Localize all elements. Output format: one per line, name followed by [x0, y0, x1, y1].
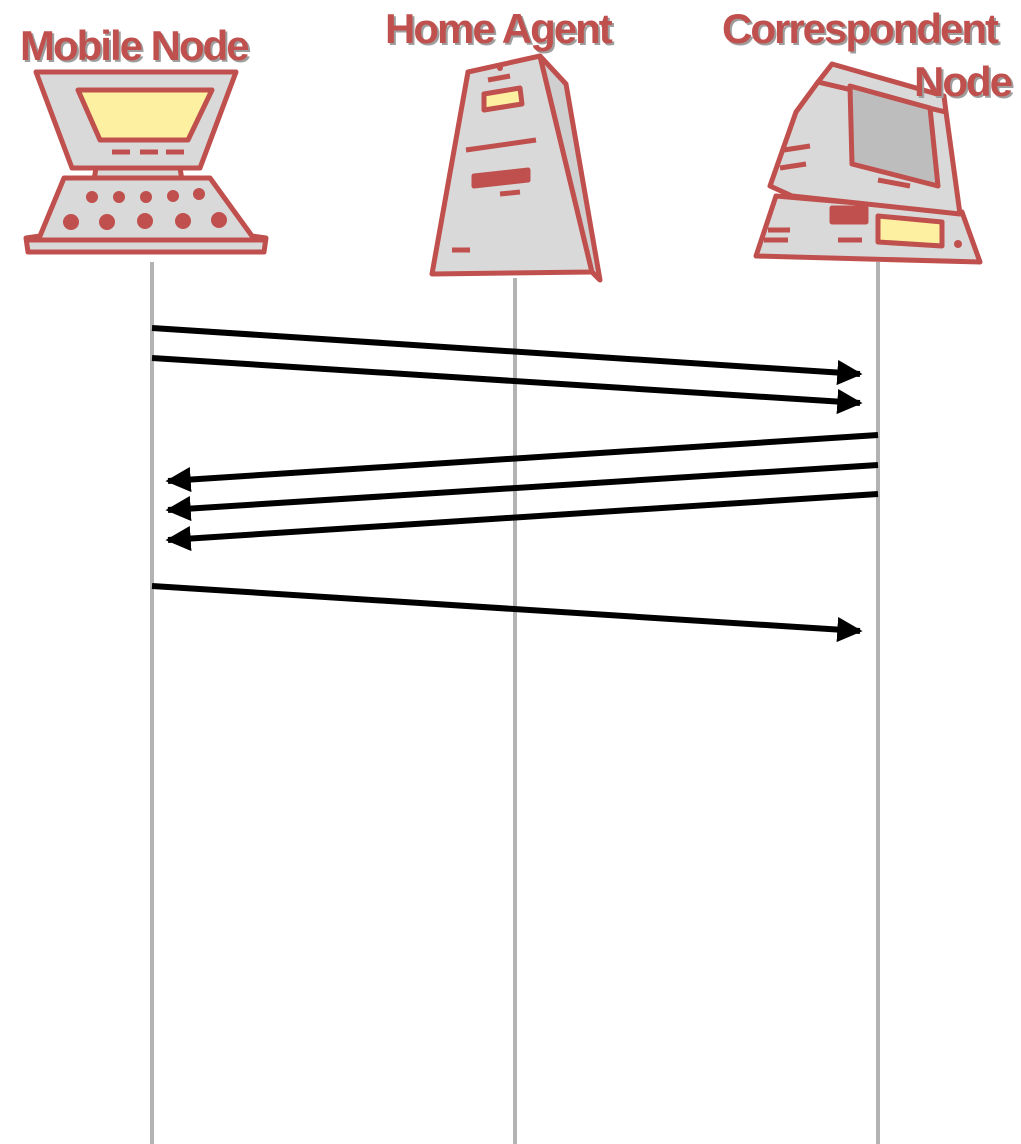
message-arrow-1 — [151, 325, 863, 386]
mobile-node-label-shadow: Mobile Node — [22, 24, 250, 71]
message-arrow-4 — [165, 462, 879, 522]
desktop-computer-icon — [753, 61, 983, 265]
message-arrows — [151, 325, 879, 643]
mobile-node-label: Mobile Node — [20, 22, 248, 69]
server-icon — [429, 53, 603, 283]
message-arrow-3 — [165, 432, 879, 493]
message-arrow-2 — [151, 355, 863, 415]
server-led — [497, 65, 503, 71]
home-agent-label: Home Agent — [385, 5, 613, 52]
desktop-led — [954, 240, 962, 248]
laptop-icon — [23, 69, 269, 255]
laptop-keys — [63, 188, 227, 230]
message-arrow-6 — [151, 583, 863, 643]
correspondent-node-label-line1-shadow: Correspondent — [724, 7, 1001, 54]
message-arrow-5 — [165, 491, 879, 552]
correspondent-node-label-line2: Node — [914, 58, 1012, 105]
home-agent-label-shadow: Home Agent — [387, 7, 615, 54]
correspondent-node-label-line1: Correspondent — [722, 5, 999, 52]
correspondent-node-label-line2-shadow: Node — [916, 60, 1014, 107]
